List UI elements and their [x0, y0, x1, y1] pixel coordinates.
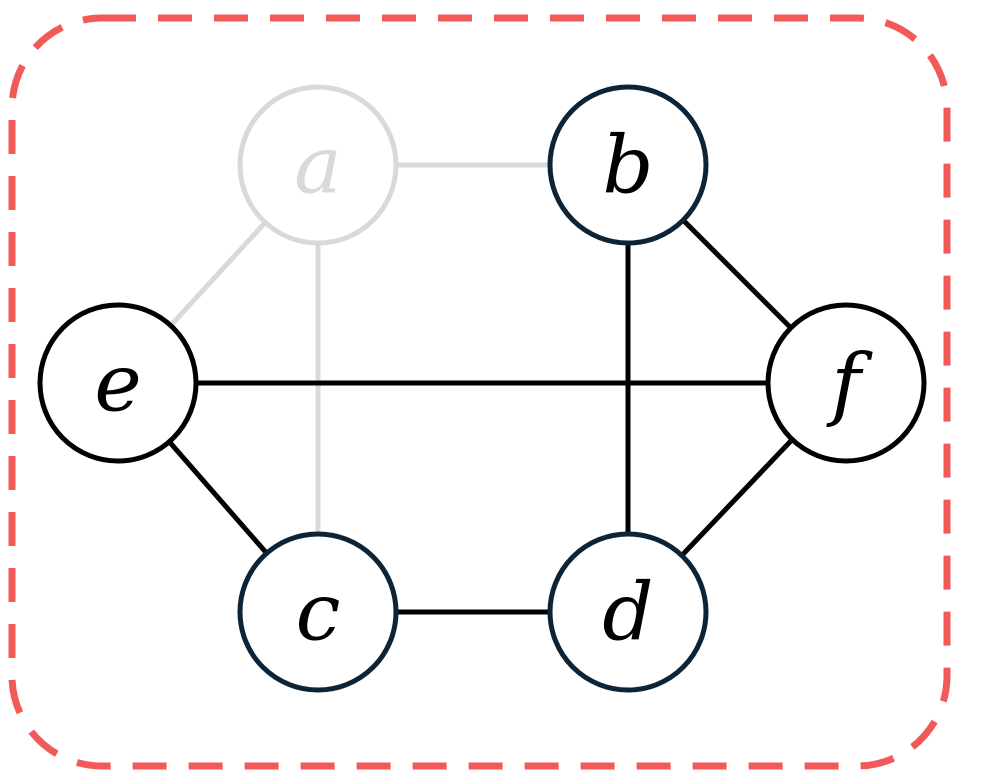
node-a-label: a — [294, 119, 342, 212]
node-b-label: b — [602, 119, 653, 212]
node-e-circle — [37, 302, 199, 464]
node-e-label: e — [94, 337, 141, 430]
node-a: a — [237, 84, 399, 246]
node-c: c — [237, 531, 399, 693]
node-c-circle — [237, 531, 399, 693]
node-d-circle — [547, 531, 709, 693]
node-f: f — [765, 302, 927, 464]
node-b: b — [547, 84, 709, 246]
node-d: d — [547, 531, 709, 693]
node-d-label: d — [602, 566, 653, 659]
dashed-frame — [8, 14, 951, 770]
node-b-circle — [547, 84, 709, 246]
node-e: e — [37, 302, 199, 464]
node-c-label: c — [296, 566, 341, 659]
node-f-circle — [765, 302, 927, 464]
node-a-circle — [237, 84, 399, 246]
edges — [116, 162, 848, 615]
nodes: a b c d e f — [37, 84, 927, 693]
